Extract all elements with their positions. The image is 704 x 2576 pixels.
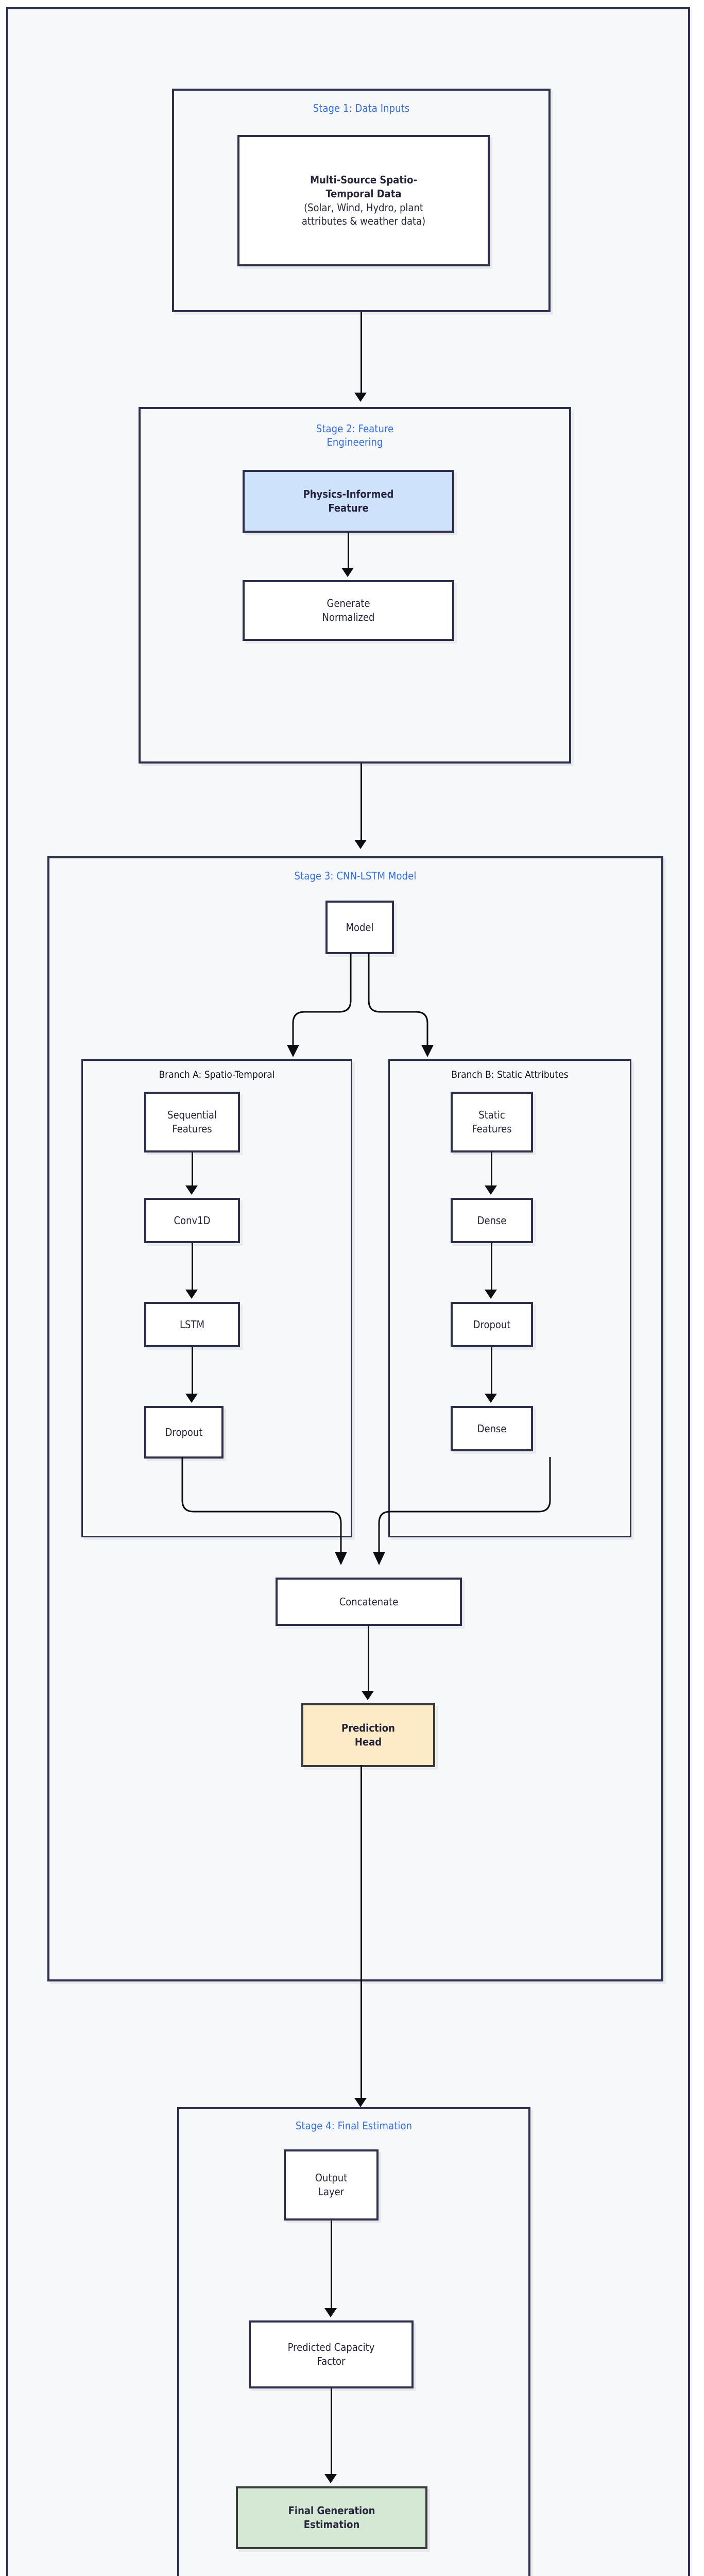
- edge-output-to-capacity-factor: [331, 2221, 332, 2310]
- node-model: Model: [325, 901, 394, 954]
- stage-2-title-line-1: Stage 2: Feature: [316, 422, 394, 435]
- arrowhead-dropout-b-to-dense-b2: [485, 1394, 497, 1403]
- arrowhead-capacity-factor-to-final-generation: [324, 2474, 337, 2483]
- edge-concatenate-to-prediction-head: [368, 1626, 369, 1693]
- edge-dense-b1-to-dropout-b: [491, 1243, 492, 1292]
- node-line-2: Normalized: [322, 611, 375, 623]
- stage-1-container: Stage 1: Data Inputs Multi-Source Spatio…: [172, 89, 551, 312]
- arrowhead-static-to-dense-b1: [485, 1185, 497, 1195]
- arrowhead-stage3-to-stage4: [354, 2098, 367, 2107]
- node-line-2: Features: [172, 1123, 212, 1135]
- node-dense-b2: Dense: [451, 1406, 533, 1451]
- node-predicted-capacity-factor: Predicted Capacity Factor: [249, 2320, 414, 2388]
- edge-stage1-to-stage2: [360, 312, 362, 395]
- edge-stage2-to-stage3: [360, 764, 362, 842]
- arrowhead-conv1d-to-lstm: [185, 1290, 198, 1299]
- node-final-generation-estimation: Final Generation Estimation: [236, 2486, 427, 2549]
- stage-3-title: Stage 3: CNN-LSTM Model: [294, 870, 417, 882]
- node-prediction-head: Prediction Head: [301, 1703, 435, 1767]
- node-sequential-features: Sequential Features: [144, 1092, 240, 1153]
- edge-dropout-b-to-dense-b2: [491, 1347, 492, 1396]
- node-line-1: Predicted Capacity: [287, 2341, 375, 2354]
- node-static-features: Static Features: [451, 1092, 533, 1153]
- node-dense-b1: Dense: [451, 1198, 533, 1243]
- node-line-1: Physics-Informed: [303, 488, 394, 501]
- arrowhead-output-to-capacity-factor: [324, 2308, 337, 2317]
- node-line-1: Multi-Source Spatio-: [310, 173, 417, 186]
- node-line-1: Concatenate: [339, 1595, 399, 1608]
- edge-lstm-to-dropout-a: [192, 1347, 193, 1396]
- node-line-4: attributes & weather data): [301, 215, 426, 228]
- node-physics-informed-feature: Physics-Informed Feature: [243, 470, 454, 533]
- stage-1-title: Stage 1: Data Inputs: [313, 102, 410, 114]
- node-line-2: Estimation: [303, 2518, 360, 2531]
- node-line-1: Dense: [477, 1422, 507, 1435]
- arrowhead-physics-to-generate: [341, 568, 354, 577]
- branch-b-container: Branch B: Static Attributes Static Featu…: [388, 1059, 631, 1537]
- node-conv1d: Conv1D: [144, 1198, 240, 1243]
- diagram-canvas: Stage 1: Data Inputs Multi-Source Spatio…: [6, 7, 690, 2576]
- node-line-1: Model: [346, 921, 374, 934]
- edge-capacity-factor-to-final-generation: [331, 2388, 332, 2476]
- node-line-2: Layer: [318, 2185, 345, 2198]
- stage-3-container: Stage 3: CNN-LSTM Model Model Branch A: …: [47, 856, 663, 1981]
- arrowhead-concatenate-to-prediction-head: [362, 1691, 374, 1700]
- node-dropout-b: Dropout: [451, 1302, 533, 1347]
- node-line-2: Factor: [317, 2355, 346, 2367]
- edge-static-to-dense-b1: [491, 1153, 492, 1188]
- stage-2-title: Stage 2: Feature Engineering: [141, 422, 569, 449]
- edge-physics-to-generate: [348, 533, 349, 570]
- node-lstm: LSTM: [144, 1302, 240, 1347]
- edge-conv1d-to-lstm: [192, 1243, 193, 1292]
- node-line-2: Features: [472, 1123, 512, 1135]
- edge-model-split: [287, 953, 434, 1057]
- node-line-2: Temporal Data: [325, 187, 402, 200]
- node-line-1: Final Generation: [288, 2504, 375, 2517]
- node-line-1: Dropout: [473, 1318, 511, 1331]
- node-concatenate: Concatenate: [276, 1578, 462, 1626]
- stage-4-container: Stage 4: Final Estimation Output Layer P…: [177, 2107, 530, 2576]
- node-generate-normalized: Generate Normalized: [243, 580, 454, 641]
- node-line-1: Static: [478, 1109, 505, 1122]
- node-line-1: Prediction: [341, 1722, 395, 1735]
- node-multi-source-data: Multi-Source Spatio- Temporal Data (Sola…: [237, 135, 490, 266]
- node-output-layer: Output Layer: [284, 2149, 379, 2221]
- node-dropout-a: Dropout: [144, 1406, 224, 1459]
- node-line-1: Dense: [477, 1214, 507, 1227]
- stage-2-container: Stage 2: Feature Engineering Physics-Inf…: [139, 407, 571, 764]
- node-line-1: Generate: [327, 597, 370, 610]
- node-line-1: LSTM: [180, 1318, 204, 1331]
- stage-2-title-line-2: Engineering: [327, 435, 383, 448]
- arrowhead-lstm-to-dropout-a: [185, 1394, 198, 1403]
- edge-stage3-to-stage4: [360, 1765, 362, 2100]
- node-line-1: Conv1D: [174, 1214, 211, 1227]
- node-line-1: Dropout: [165, 1426, 203, 1438]
- branch-a-title: Branch A: Spatio-Temporal: [159, 1069, 275, 1080]
- edge-branches-merge: [181, 1457, 551, 1565]
- branch-a-container: Branch A: Spatio-Temporal Sequential Fea…: [81, 1059, 352, 1537]
- arrowhead-stage1-to-stage2: [354, 393, 367, 402]
- arrowhead-dense-b1-to-dropout-b: [485, 1290, 497, 1299]
- branch-b-title: Branch B: Static Attributes: [451, 1069, 569, 1080]
- arrowhead-stage2-to-stage3: [354, 840, 367, 849]
- node-line-3: (Solar, Wind, Hydro, plant: [304, 201, 423, 214]
- node-line-2: Feature: [328, 502, 369, 514]
- node-line-1: Sequential: [167, 1109, 217, 1122]
- edge-seq-to-conv1d: [192, 1153, 193, 1188]
- stage-4-title: Stage 4: Final Estimation: [295, 2120, 413, 2132]
- node-line-2: Head: [354, 1736, 382, 1748]
- arrowhead-seq-to-conv1d: [185, 1185, 198, 1195]
- node-line-1: Output: [315, 2172, 348, 2184]
